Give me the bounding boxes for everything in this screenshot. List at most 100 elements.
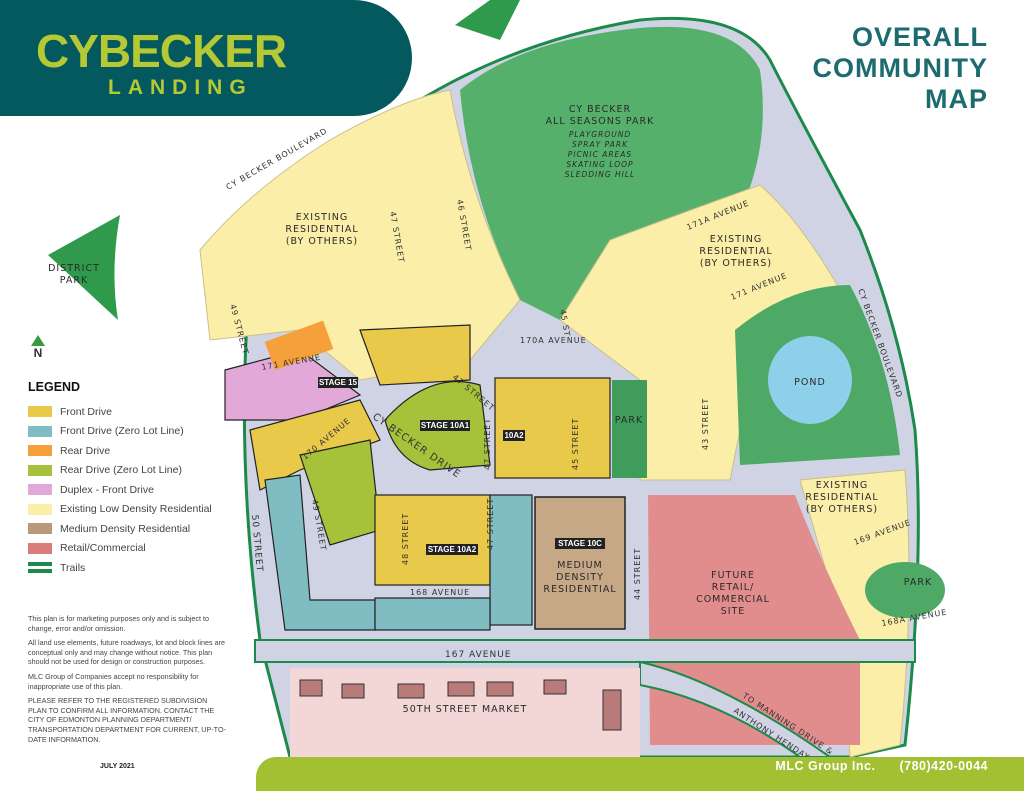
front-drive-block-a — [359, 324, 471, 386]
existing-residential-label-se: EXISTING RESIDENTIAL (BY OTHERS) — [805, 480, 878, 515]
label-line: FUTURE — [711, 570, 755, 581]
front-drive-zll-block-b — [489, 494, 533, 626]
north-arrow-icon — [31, 335, 45, 346]
existing-residential-label-nw: EXISTING RESIDENTIAL (BY OTHERS) — [285, 212, 358, 247]
label-line: RESIDENTIAL — [805, 492, 878, 503]
pond — [768, 336, 852, 424]
north-compass: N — [28, 335, 48, 360]
legend-item: Retail/Commercial — [28, 539, 212, 559]
stage-10a2-south — [374, 494, 491, 586]
title-line: COMMUNITY — [812, 53, 988, 83]
street-label: 45 STREET — [571, 418, 580, 470]
amenity-item: SLEDDING HILL — [565, 170, 635, 179]
medium-density-label: MEDIUM DENSITY RESIDENTIAL — [543, 560, 615, 595]
street-label: 48 STREET — [401, 513, 410, 565]
legend-item: Front Drive — [28, 402, 212, 422]
legend-label: Existing Low Density Residential — [60, 503, 212, 516]
stage-10a2-small-label: 10A2 — [504, 431, 524, 440]
legend-swatch-trails — [28, 562, 52, 574]
market-label: 50TH STREET MARKET — [403, 704, 528, 715]
stage-10a1-label: STAGE 10A1 — [421, 421, 470, 430]
label-line: EXISTING — [296, 212, 348, 223]
label-line: RESIDENTIAL — [285, 224, 358, 235]
street-label: 47 STREET — [486, 498, 495, 550]
legend-label: Front Drive (Zero Lot Line) — [60, 425, 184, 438]
legend-label: Rear Drive (Zero Lot Line) — [60, 464, 182, 477]
label-line: (BY OTHERS) — [286, 236, 358, 247]
legend-item: Front Drive (Zero Lot Line) — [28, 422, 212, 442]
legend-item: Trails — [28, 558, 212, 578]
footer-contact: MLC Group Inc. (780)420-0044 — [751, 759, 988, 773]
legend-label: Retail/Commercial — [60, 542, 146, 555]
stage-10a1-badge — [420, 420, 470, 431]
amenity-item: PLAYGROUND — [569, 130, 631, 139]
stage-10a2-north — [494, 377, 611, 479]
legend-swatch — [28, 445, 52, 457]
stage-10a2-badge — [426, 544, 478, 555]
stage-10c-label: STAGE 10C — [558, 539, 602, 548]
street-label: 170A AVENUE — [520, 336, 587, 345]
legend-swatch — [28, 484, 52, 496]
district-park-label-2: PARK — [60, 275, 88, 286]
stage-10a2-small-badge — [503, 430, 525, 441]
medium-density-block — [534, 496, 626, 630]
stage-15-label: STAGE 15 — [319, 378, 358, 387]
legend-swatch — [28, 464, 52, 476]
park-se — [865, 562, 945, 618]
park-central — [612, 380, 647, 478]
company-name: MLC Group Inc. — [775, 759, 876, 773]
rear-drive-lots — [264, 320, 334, 371]
amenity-item: SPRAY PARK — [572, 140, 628, 149]
existing-residential-label-ne: EXISTING RESIDENTIAL (BY OTHERS) — [699, 234, 771, 269]
existing-residential-nw — [199, 89, 521, 381]
label-line: MEDIUM — [557, 560, 602, 571]
stage-15-badge — [318, 377, 358, 388]
street-label: 167 AVENUE — [445, 650, 511, 660]
title-line: MAP — [925, 84, 988, 114]
legend-title: LEGEND — [28, 380, 81, 394]
amenity-item: PICNIC AREAS — [568, 150, 632, 159]
plan-date: JULY 2021 — [100, 763, 135, 770]
legend-swatch — [28, 406, 52, 418]
district-park — [48, 215, 120, 320]
disclaimer-paragraph: PLEASE REFER TO THE REGISTERED SUBDIVISI… — [28, 696, 226, 744]
label-line: RETAIL/ — [712, 582, 754, 593]
footer-bar: MLC Group Inc. (780)420-0044 — [256, 757, 1024, 791]
retail-label: FUTURE RETAIL/ COMMERCIAL SITE — [696, 570, 769, 617]
north-label: N — [33, 346, 43, 360]
street-label: 47 STREET — [483, 418, 492, 470]
legend: LEGEND Front Drive Front Drive (Zero Lot… — [28, 380, 212, 578]
label-line: EXISTING — [816, 480, 868, 491]
park-trail-connector — [455, 0, 520, 40]
disclaimer: This plan is for marketing purposes only… — [28, 614, 228, 749]
pond-label: POND — [794, 377, 826, 388]
legend-label: Trails — [60, 561, 86, 574]
legend-swatch — [28, 503, 52, 515]
legend-item: Medium Density Residential — [28, 519, 212, 539]
park-amenities: PLAYGROUND SPRAY PARK PICNIC AREAS SKATI… — [565, 130, 635, 179]
legend-label: Front Drive — [60, 405, 112, 418]
logo-landing: LANDING — [108, 76, 253, 99]
logo-cybecker: CYBECKER — [36, 25, 287, 77]
stage-10c-badge — [555, 538, 605, 549]
legend-item: Duplex - Front Drive — [28, 480, 212, 500]
all-seasons-park — [460, 26, 763, 321]
label-line: SITE — [721, 606, 746, 617]
amenity-item: SKATING LOOP — [566, 160, 633, 169]
167-avenue-road — [254, 639, 916, 663]
legend-item: Rear Drive — [28, 441, 212, 461]
legend-swatch — [28, 523, 52, 535]
front-drive-zll-block-c — [374, 597, 491, 631]
label-line: DENSITY — [556, 572, 604, 583]
park-name-line-2: ALL SEASONS PARK — [546, 116, 655, 127]
brand-header: CYBECKER LANDING — [0, 0, 412, 116]
street-label: 44 STREET — [633, 548, 642, 600]
existing-residential-se — [799, 469, 910, 758]
park-name-line-1: CY BECKER — [569, 104, 631, 115]
label-line: EXISTING — [710, 234, 762, 245]
legend-label: Medium Density Residential — [60, 522, 191, 535]
label-line: (BY OTHERS) — [806, 504, 878, 515]
park-label-central: PARK — [615, 415, 643, 426]
phone-number: (780)420-0044 — [899, 759, 988, 773]
